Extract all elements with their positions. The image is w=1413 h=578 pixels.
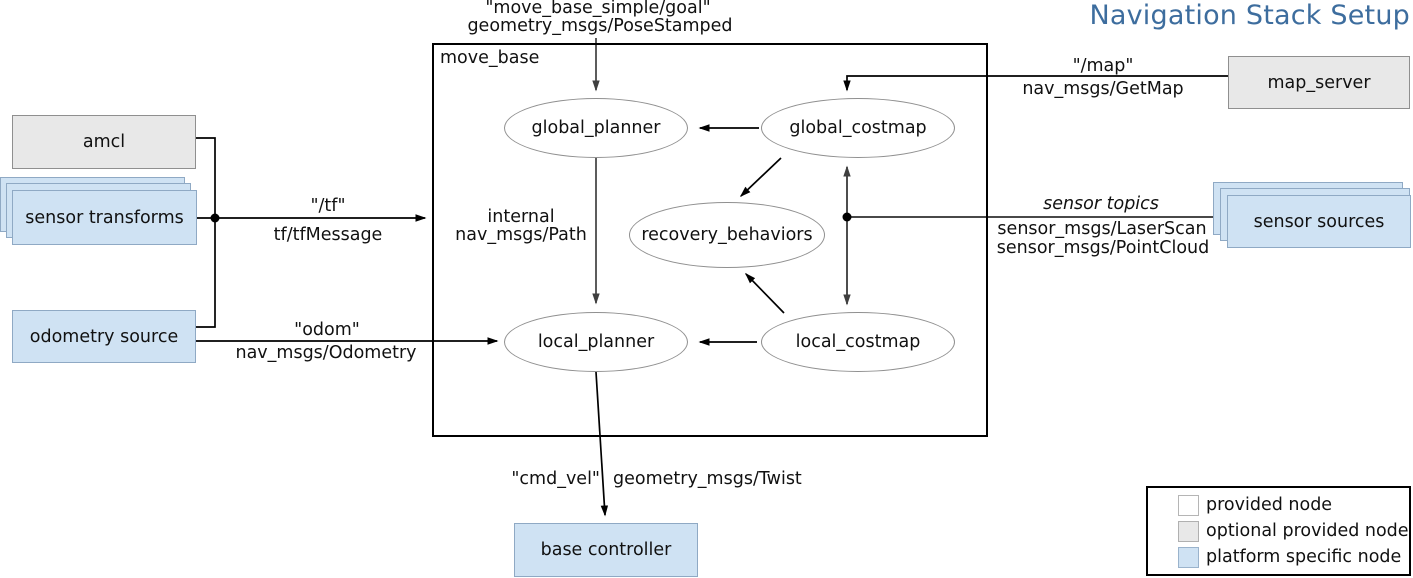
node-recovery-behaviors: recovery_behaviors xyxy=(629,202,825,268)
sensor-sources-label: sensor sources xyxy=(1253,211,1385,232)
provided-node-label: provided node xyxy=(1206,495,1333,515)
edge-sensor-topics xyxy=(842,165,1214,306)
legend: provided node optional provided node pla… xyxy=(1146,486,1411,576)
node-global-planner: global_planner xyxy=(504,98,688,158)
map-topic-label: "/map" xyxy=(1072,56,1134,76)
odometry-source-label: odometry source xyxy=(29,326,179,347)
optional-provided-node-label: optional provided node xyxy=(1206,521,1409,541)
map-server-label: map_server xyxy=(1267,72,1371,93)
node-sensor-transforms: sensor transforms xyxy=(12,190,197,245)
legend-row-platform: platform specific node xyxy=(1178,546,1409,568)
tf-topic-label: "/tf" xyxy=(310,196,346,216)
node-local-costmap: local_costmap xyxy=(761,312,955,372)
odom-msg-label: nav_msgs/Odometry xyxy=(235,343,417,363)
edge-localcostmap-to-recovery xyxy=(744,272,785,314)
node-map-server: map_server xyxy=(1228,56,1410,109)
move-base-label: move_base xyxy=(440,48,540,68)
cmdvel-topic-label: "cmd_vel" xyxy=(511,469,600,489)
tf-junction-dot xyxy=(210,213,220,223)
node-sensor-sources: sensor sources xyxy=(1227,195,1411,248)
recovery-behaviors-label: recovery_behaviors xyxy=(641,225,813,245)
edge-tf-arrow xyxy=(196,213,427,223)
sensor-junction-dot xyxy=(842,212,852,222)
local-costmap-label: local_costmap xyxy=(795,332,921,352)
base-controller-label: base controller xyxy=(540,540,672,560)
sensor-topics-msg2-label: sensor_msgs/PointCloud xyxy=(996,238,1210,258)
sensor-transforms-label: sensor transforms xyxy=(25,207,184,228)
internal-msg-label: nav_msgs/Path xyxy=(455,225,587,245)
edge-cmdvel-arrow xyxy=(595,371,609,517)
node-global-costmap: global_costmap xyxy=(761,98,955,158)
platform-specific-node-swatch xyxy=(1178,546,1199,568)
tf-msg-label: tf/tfMessage xyxy=(273,225,383,245)
edge-map-arrow xyxy=(843,75,1228,92)
map-msg-label: nav_msgs/GetMap xyxy=(1022,79,1184,99)
platform-specific-node-label: platform specific node xyxy=(1206,547,1402,567)
node-local-planner: local_planner xyxy=(504,312,688,372)
provided-node-swatch xyxy=(1178,494,1199,516)
odom-topic-label: "odom" xyxy=(294,320,360,340)
sensor-topics-msg1-label: sensor_msgs/LaserScan xyxy=(997,219,1207,239)
goal-topic-label: "move_base_simple/goal" xyxy=(485,0,711,18)
goal-msg-label: geometry_msgs/PoseStamped xyxy=(467,16,733,36)
legend-row-optional: optional provided node xyxy=(1178,520,1409,542)
cmdvel-msg-label: geometry_msgs/Twist xyxy=(613,469,802,489)
internal-topic-label: internal xyxy=(487,207,555,227)
node-odometry-source: odometry source xyxy=(12,310,196,363)
legend-row-provided: provided node xyxy=(1178,494,1409,516)
global-costmap-label: global_costmap xyxy=(789,118,927,138)
amcl-label: amcl xyxy=(82,132,126,152)
edge-amcl-connector xyxy=(196,137,216,218)
page-title: Navigation Stack Setup xyxy=(1089,0,1410,31)
sensor-topics-label: sensor topics xyxy=(1043,194,1159,214)
move-base-container: move_base xyxy=(432,43,988,437)
local-planner-label: local_planner xyxy=(537,332,655,352)
node-amcl: amcl xyxy=(12,115,196,169)
edge-odometry-connector xyxy=(196,218,216,328)
edge-globalcostmap-to-recovery xyxy=(739,157,782,198)
node-base-controller: base controller xyxy=(514,523,698,577)
optional-provided-node-swatch xyxy=(1178,520,1199,542)
global-planner-label: global_planner xyxy=(531,118,661,138)
